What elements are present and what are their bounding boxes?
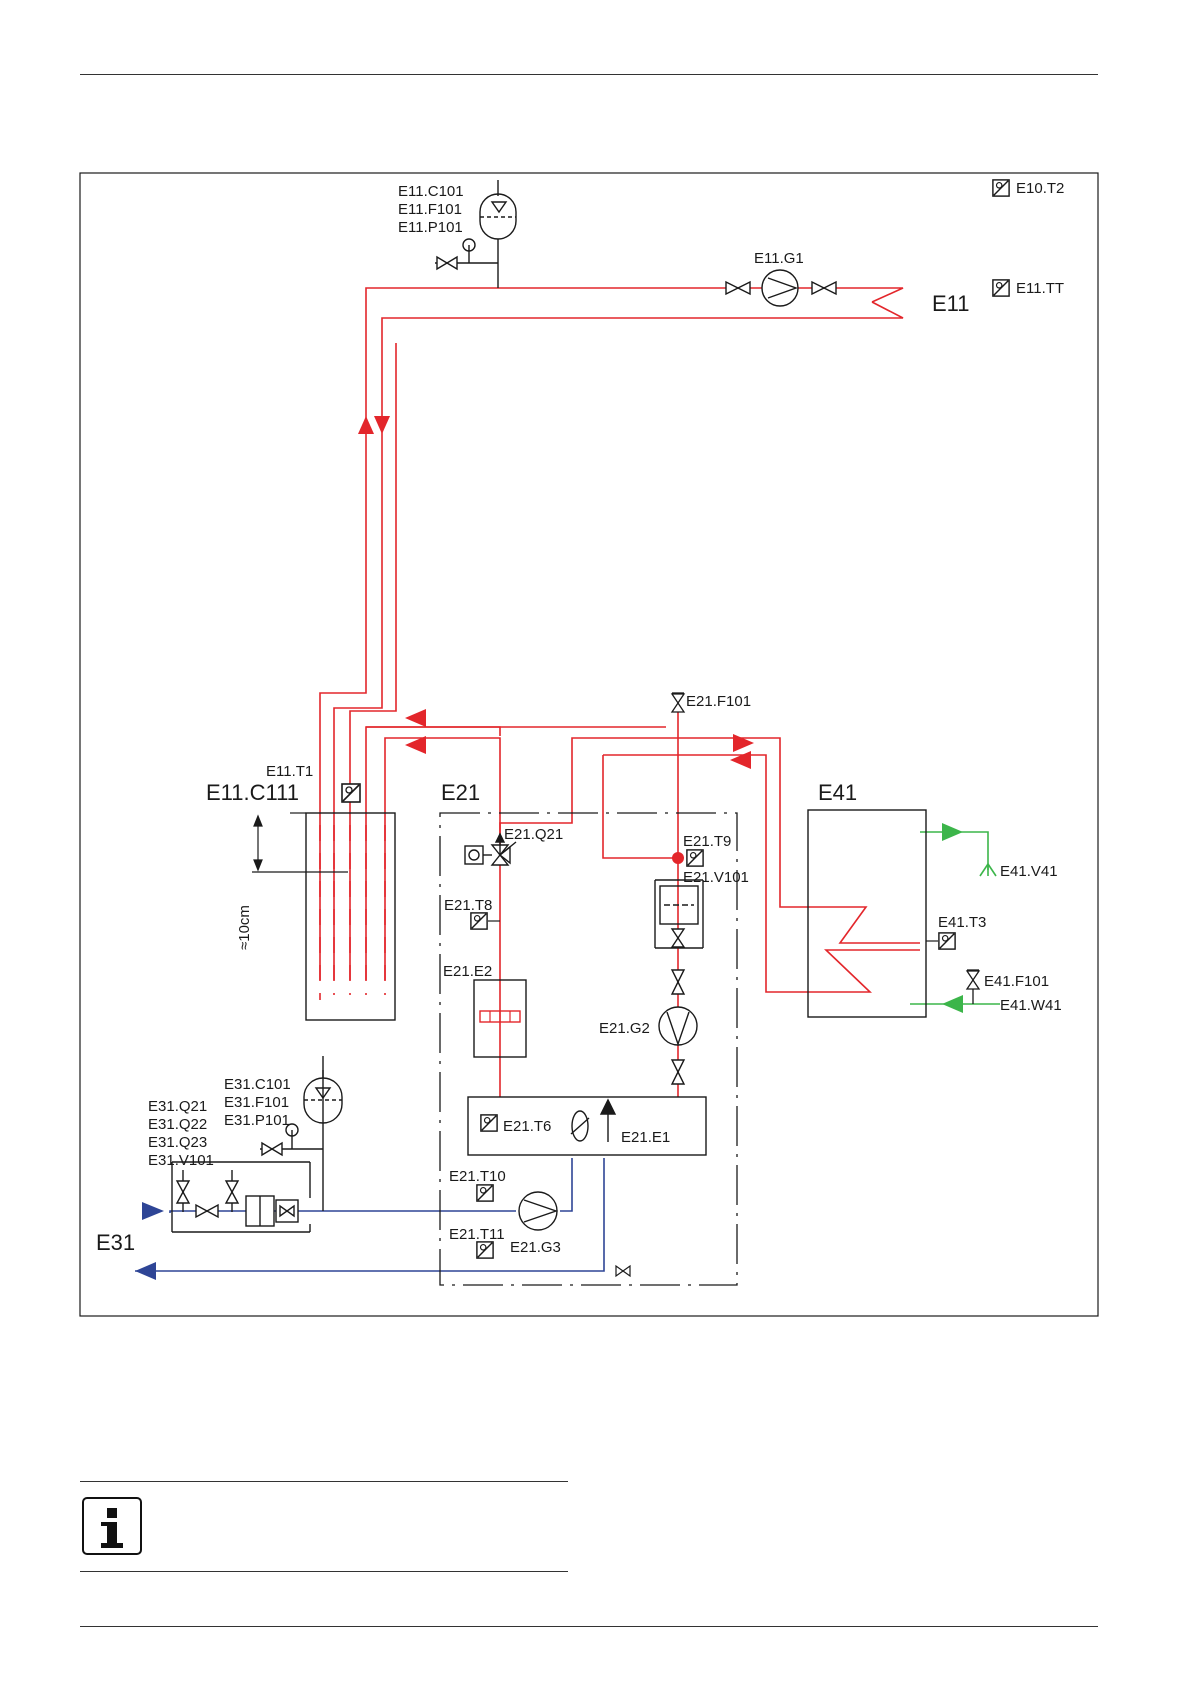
flow-arrows-blue (135, 1202, 164, 1280)
label-distance: ≈10cm (236, 905, 253, 950)
footer-rule (80, 1626, 1098, 1627)
vent-e41-f101 (967, 970, 979, 1004)
label-circuit-e11: E11 (932, 291, 970, 316)
label-tank-e11-c111: E11.C111 (206, 780, 299, 805)
info-icon (82, 1497, 142, 1555)
sensor-e21-t9-icon (687, 850, 703, 866)
label-e31-f101: E31.F101 (224, 1094, 289, 1111)
label-e31-p101: E31.P101 (224, 1112, 290, 1129)
vessel-e21-v101 (655, 880, 703, 948)
e21-valve-return (616, 1266, 630, 1276)
sensor-e21-t8-icon (471, 913, 487, 929)
label-e31-q22: E31.Q22 (148, 1116, 207, 1133)
vent-e21-f101 (672, 693, 684, 712)
label-e31-v101: E31.V101 (148, 1152, 214, 1169)
label-e11-g1: E11.G1 (754, 250, 804, 267)
label-e21-g2: E21.G2 (599, 1020, 650, 1037)
label-e11-p101: E11.P101 (398, 219, 463, 236)
label-unit-e21: E21 (441, 780, 480, 805)
label-e21-t8: E21.T8 (444, 897, 492, 914)
compressor-symbols (571, 1100, 615, 1142)
flow-arrows-red (358, 416, 754, 769)
sensor-e11-tt-icon (993, 280, 1009, 296)
sensor-e11-t1-icon (342, 784, 360, 802)
label-e41-w41: E41.W41 (1000, 997, 1062, 1014)
pump-e11-g1 (726, 270, 836, 306)
label-e41-f101: E41.F101 (984, 973, 1049, 990)
label-e10-t2: E10.T2 (1016, 180, 1064, 197)
label-e21-t6: E21.T6 (503, 1118, 551, 1135)
sensor-e21-t10-icon (477, 1185, 493, 1201)
label-e21-e1: E21.E1 (621, 1129, 670, 1146)
label-e21-g3: E21.G3 (510, 1239, 561, 1256)
e21-t9-connection-dot (672, 852, 684, 864)
label-e21-t10: E21.T10 (449, 1168, 506, 1185)
label-e21-t9: E21.T9 (683, 833, 731, 850)
label-e41-t3: E41.T3 (938, 914, 986, 931)
label-e11-t1: E11.T1 (266, 763, 313, 780)
label-e21-v101: E21.V101 (683, 869, 749, 886)
label-e31-q21: E31.Q21 (148, 1098, 207, 1115)
note-top-rule (80, 1481, 568, 1482)
sensor-e21-t6-icon (481, 1115, 497, 1131)
label-e31-q23: E31.Q23 (148, 1134, 207, 1151)
diagram-frame (80, 173, 1098, 1316)
label-e21-f101: E21.F101 (686, 693, 751, 710)
pump-e21-g2 (659, 970, 697, 1084)
tank-e41 (808, 810, 926, 1017)
sensor-e21-t11-icon (477, 1242, 493, 1258)
tank-dashed-risers (320, 825, 385, 1000)
label-e11-f101: E11.F101 (398, 201, 462, 218)
label-e11-c101: E11.C101 (398, 183, 464, 200)
label-e11-tt: E11.TT (1016, 280, 1064, 297)
label-tank-e41: E41 (818, 780, 857, 805)
sensor-e41-t3-icon (939, 933, 955, 949)
label-e31-c101: E31.C101 (224, 1076, 291, 1093)
label-e21-q21: E21.Q21 (504, 826, 563, 843)
label-e41-v41: E41.V41 (1000, 863, 1058, 880)
pump-e21-g3 (519, 1192, 557, 1230)
sensor-e10-t2-icon (993, 180, 1009, 196)
label-circuit-e31: E31 (96, 1230, 135, 1255)
label-e21-e2: E21.E2 (443, 963, 492, 980)
label-e21-t11: E21.T11 (449, 1226, 505, 1243)
labels: E11.C101 E11.F101 E11.P101 E11.G1 E11 E1… (96, 180, 1064, 1256)
heating-circuit-pipes (320, 288, 920, 1097)
note-bottom-rule (80, 1571, 568, 1572)
